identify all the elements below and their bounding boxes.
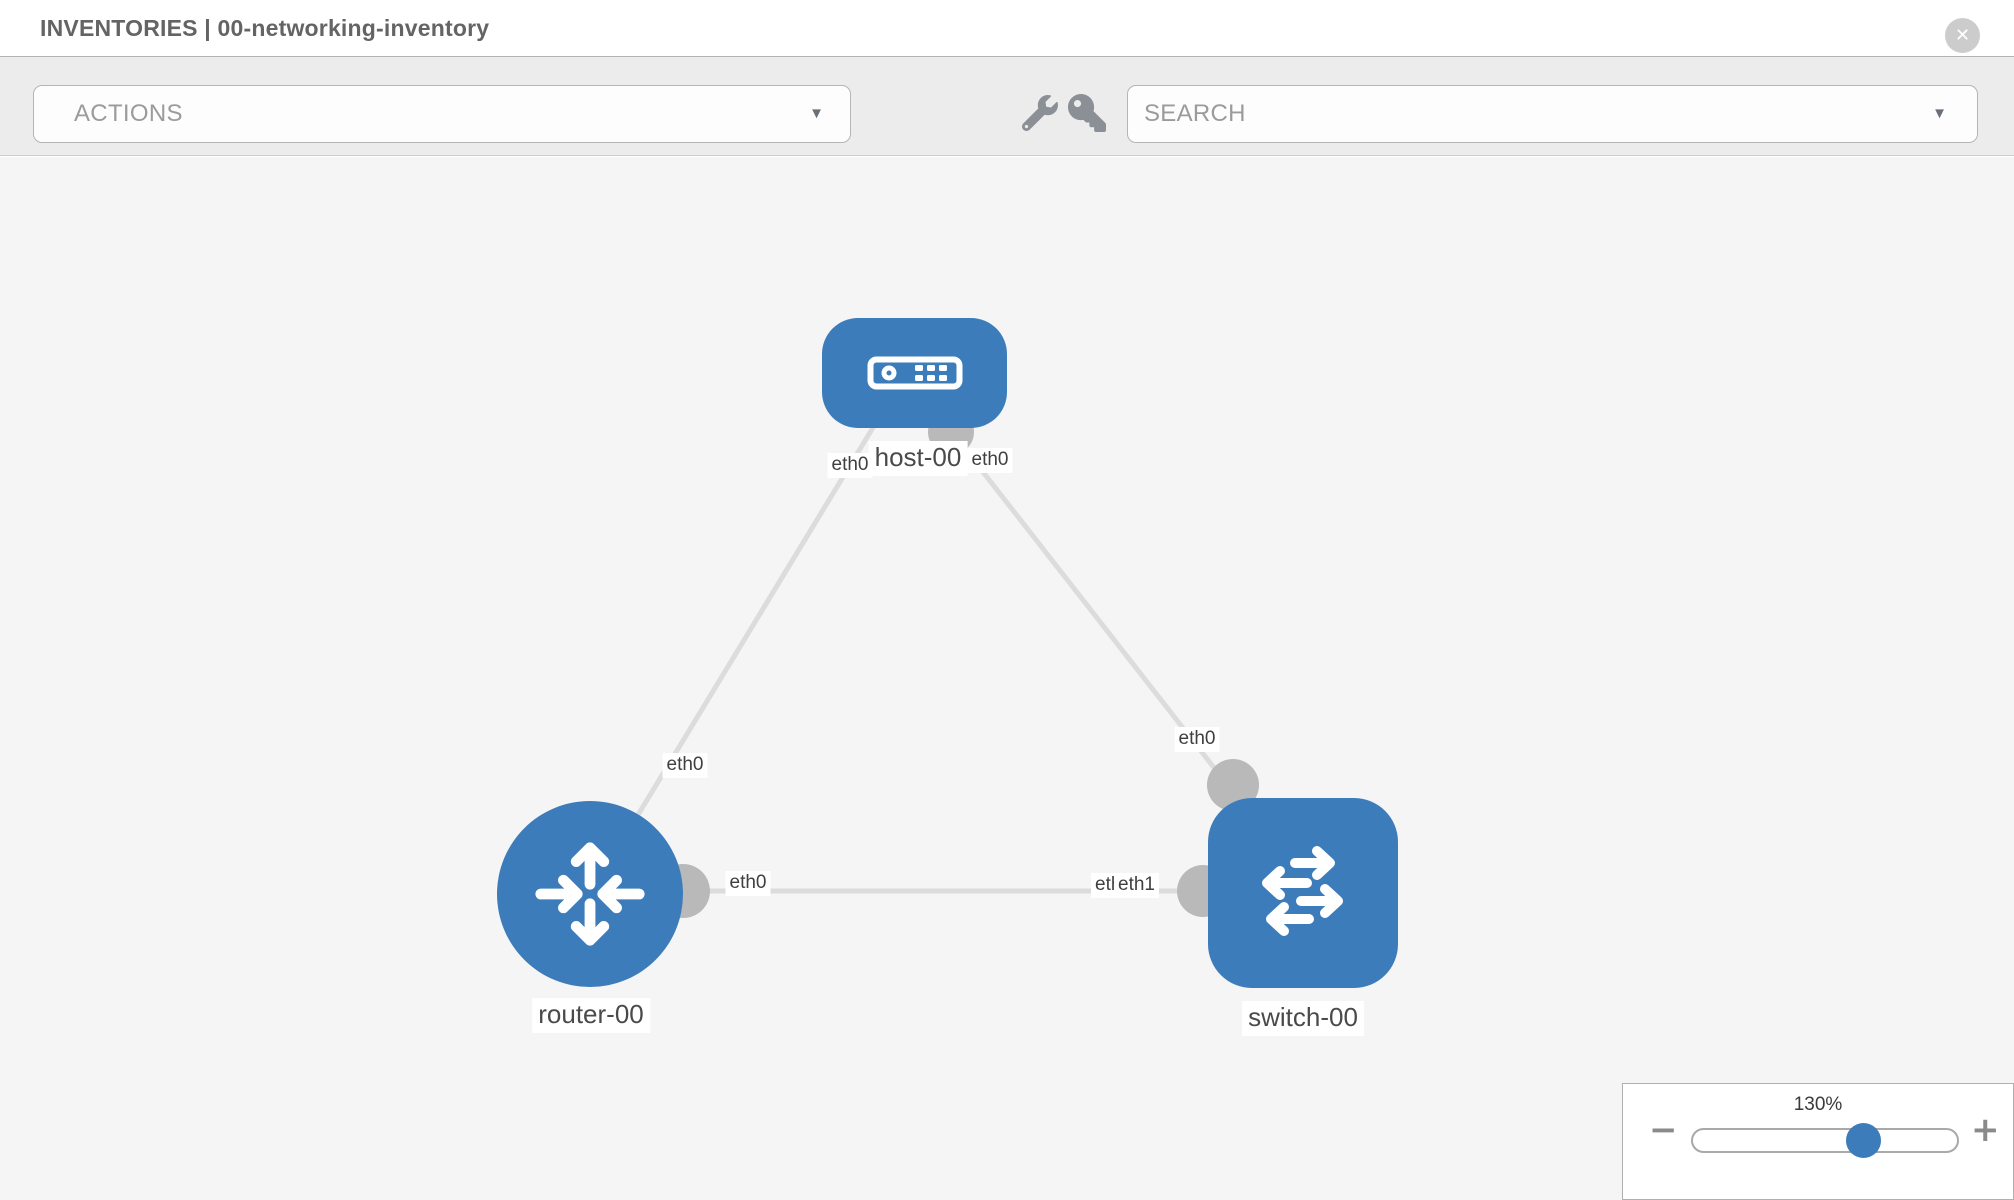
zoom-in-button[interactable]: + xyxy=(1971,1110,2000,1150)
topology-links-layer xyxy=(587,409,1303,918)
switch-icon xyxy=(1262,846,1343,936)
page-title: INVENTORIES | 00-networking-inventory xyxy=(40,15,490,41)
zoom-slider-thumb[interactable] xyxy=(1846,1123,1881,1158)
iface-label-eth0-switch-top: eth0 xyxy=(1174,727,1220,752)
iface-label-eth0-router-right: eth0 xyxy=(725,871,771,896)
node-label-switch: switch-00 xyxy=(1242,1001,1364,1036)
zoom-slider-track[interactable] xyxy=(1691,1128,1959,1153)
iface-label-eth0-router-link: eth0 xyxy=(662,753,708,778)
iface-label-eth0-host-right: eth0 xyxy=(967,448,1013,473)
node-label-router: router-00 xyxy=(532,998,650,1033)
node-label-host: host-00 xyxy=(868,441,968,476)
zoom-panel: 130% − + xyxy=(1622,1083,2014,1200)
chevron-down-icon: ▼ xyxy=(809,105,824,122)
close-icon[interactable]: ✕ xyxy=(1945,18,1980,53)
key-icon[interactable] xyxy=(1068,94,1106,132)
chevron-down-icon: ▼ xyxy=(1932,105,1947,122)
router-icon xyxy=(535,842,645,946)
actions-dropdown-label: ACTIONS xyxy=(74,100,183,127)
search-placeholder: SEARCH xyxy=(1144,100,1246,127)
node-router-00[interactable] xyxy=(497,801,683,987)
iface-label-eth0-host-left: eth0 xyxy=(827,453,873,478)
server-icon xyxy=(867,356,962,390)
topology-canvas[interactable]: host-00 router-00 switch-00 eth0 eth0 et… xyxy=(0,157,2014,1200)
search-dropdown[interactable]: SEARCH ▼ xyxy=(1127,85,1978,143)
toolbar: ACTIONS ▼ SEARCH ▼ xyxy=(0,56,2014,156)
page-header: INVENTORIES | 00-networking-inventory ✕ xyxy=(0,0,2014,56)
actions-dropdown[interactable]: ACTIONS ▼ xyxy=(33,85,851,143)
node-switch-00[interactable] xyxy=(1208,798,1398,988)
zoom-level-readout: 130% xyxy=(1793,1094,1843,1115)
wrench-icon[interactable] xyxy=(1022,95,1058,131)
iface-label-eth1-switch-left: eth1 xyxy=(1114,873,1159,898)
node-host-00[interactable] xyxy=(822,318,1007,428)
zoom-out-button[interactable]: − xyxy=(1649,1110,1678,1150)
